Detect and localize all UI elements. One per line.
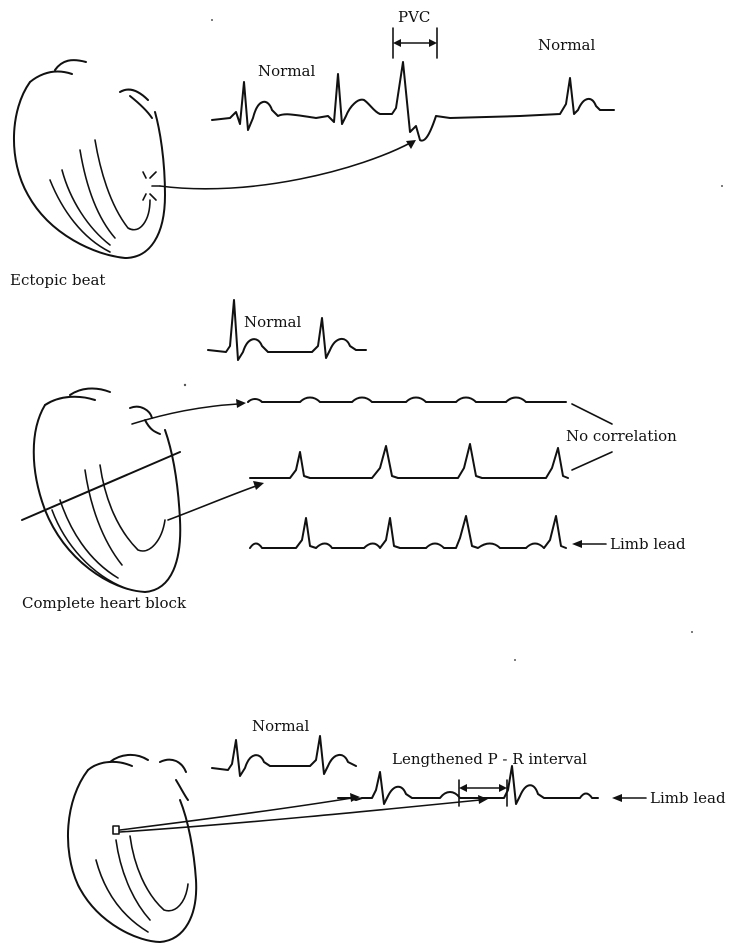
- pvc-interval-marker: [393, 28, 437, 58]
- block-line: [22, 452, 180, 520]
- arrowhead-atria: [236, 399, 246, 408]
- speck: [691, 631, 693, 633]
- label-lengthened-pr: Lengthened P - R interval: [392, 750, 587, 768]
- arrowhead-qrs: [478, 795, 488, 804]
- av-node-mark: [113, 826, 119, 834]
- ecg-trace-ventricular: [250, 444, 568, 478]
- label-pvc: PVC: [398, 8, 430, 26]
- arrow-node-to-qrs: [120, 800, 480, 832]
- caption-ectopic-beat: Ectopic beat: [10, 271, 105, 289]
- speck: [721, 185, 723, 187]
- label-normal-block: Normal: [244, 313, 301, 331]
- label-limb-lead-pr: Limb lead: [650, 789, 726, 807]
- ecg-trace-limb-lead-block: [250, 516, 566, 548]
- heart-drawing-ectopic: [14, 60, 165, 258]
- label-normal-right: Normal: [538, 36, 595, 54]
- label-normal-left: Normal: [258, 62, 315, 80]
- panel-ectopic-beat: Normal PVC Normal Ectopic beat: [10, 8, 614, 289]
- panel-complete-heart-block: Normal No correlation: [22, 300, 686, 612]
- arrow-node-to-p-wave: [120, 798, 352, 830]
- panel-lengthened-pr: Normal Lengthened P - R interval: [68, 717, 726, 942]
- ectopic-focus-mark: [143, 172, 160, 200]
- arrow-atria-to-trace: [132, 404, 238, 424]
- heart-drawing-pr: [68, 755, 196, 942]
- speck: [514, 659, 516, 661]
- label-normal-pr: Normal: [252, 717, 309, 735]
- label-limb-lead-block: Limb lead: [610, 535, 686, 553]
- speck: [184, 384, 186, 386]
- arrow-focus-to-pvc: [160, 142, 412, 189]
- correlation-bracket-top: [572, 404, 612, 424]
- ecg-trace-normal-reference-pr: [212, 736, 356, 776]
- heart-drawing-block: [22, 388, 180, 592]
- caption-complete-heart-block: Complete heart block: [22, 594, 187, 612]
- label-no-correlation: No correlation: [566, 427, 677, 445]
- ecg-trace-limb-lead-pr: [338, 766, 598, 804]
- arrow-ventricle-to-trace: [168, 486, 256, 520]
- correlation-bracket-bottom: [572, 452, 612, 470]
- arrowhead-ventricle: [253, 481, 264, 490]
- ecg-trace-atrial: [248, 398, 566, 403]
- speck: [211, 19, 213, 21]
